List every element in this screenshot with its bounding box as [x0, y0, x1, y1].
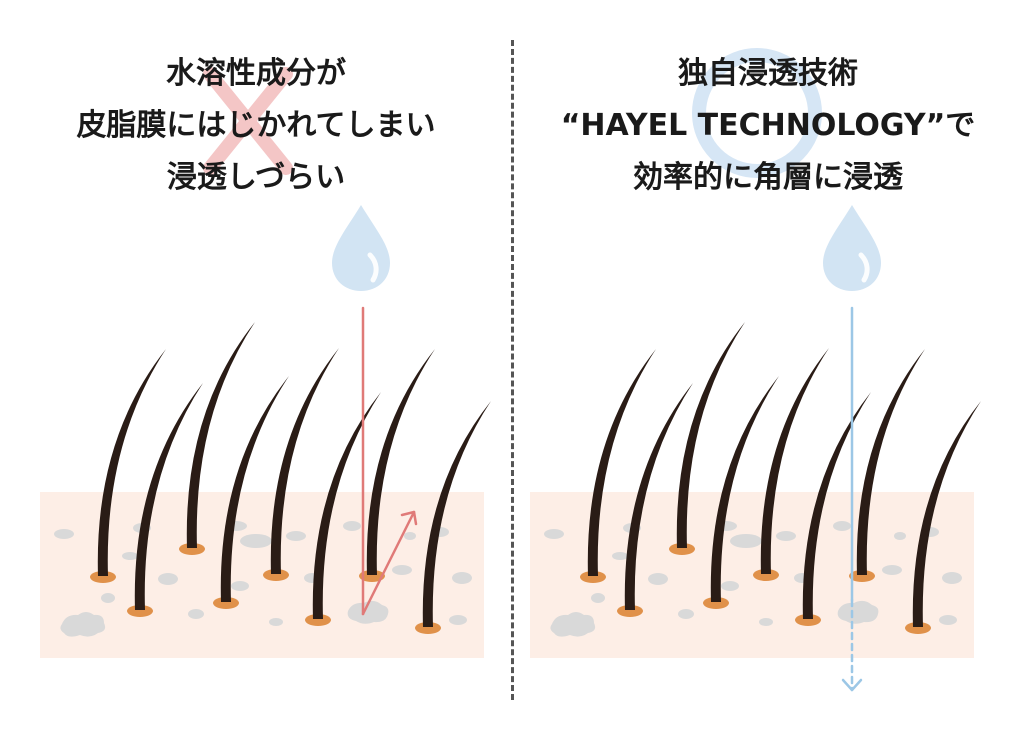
- right-caption-line-2: “HAYEL TECHNOLOGY”で: [560, 108, 976, 143]
- hair-follicle: [849, 349, 925, 582]
- cross-mark-icon: [203, 67, 293, 175]
- hair-follicle: [415, 401, 491, 634]
- right-skin-scene: [530, 205, 981, 692]
- hair-follicle: [359, 349, 435, 582]
- hair-strands: [580, 322, 981, 634]
- hair-follicle: [795, 392, 871, 626]
- hair-follicle: [617, 383, 693, 617]
- left-caption-line-1: 水溶性成分が: [166, 56, 346, 91]
- droplet-icon: [823, 205, 881, 291]
- panel-hayel-technology: 独自浸透技術 “HAYEL TECHNOLOGY”で 効率的に角層に浸透: [512, 0, 1024, 735]
- panel-without-technology: 水溶性成分が 皮脂膜にはじかれてしまい 浸透しづらい: [0, 48, 512, 658]
- circle-mark-icon: [692, 48, 822, 178]
- panel-divider: [511, 40, 514, 700]
- left-caption: 水溶性成分が 皮脂膜にはじかれてしまい 浸透しづらい: [0, 48, 512, 204]
- hair-follicle: [127, 383, 203, 617]
- hair-follicle: [580, 349, 656, 583]
- left-skin-scene: [40, 205, 491, 658]
- hair-follicle: [669, 322, 745, 555]
- hair-follicle: [263, 348, 339, 581]
- right-caption-line-1: 独自浸透技術: [678, 56, 858, 91]
- droplet-icon: [332, 205, 390, 291]
- right-caption-line-3: 効率的に角層に浸透: [633, 160, 903, 195]
- hair-follicle: [905, 401, 981, 634]
- left-caption-line-3: 浸透しづらい: [166, 160, 346, 195]
- left-caption-line-2: 皮脂膜にはじかれてしまい: [76, 108, 436, 143]
- repelled-arrow: [361, 306, 418, 616]
- skin-speckles: [54, 521, 472, 637]
- penetration-arrow: [841, 306, 863, 692]
- hair-strands: [90, 322, 491, 634]
- hair-follicle: [90, 349, 166, 583]
- hair-follicle: [753, 348, 829, 581]
- hair-follicle: [305, 392, 381, 626]
- right-caption: 独自浸透技術 “HAYEL TECHNOLOGY”で 効率的に角層に浸透: [512, 48, 1024, 204]
- hair-follicle: [179, 322, 255, 555]
- hair-follicle: [703, 376, 779, 609]
- hair-follicle: [213, 376, 289, 609]
